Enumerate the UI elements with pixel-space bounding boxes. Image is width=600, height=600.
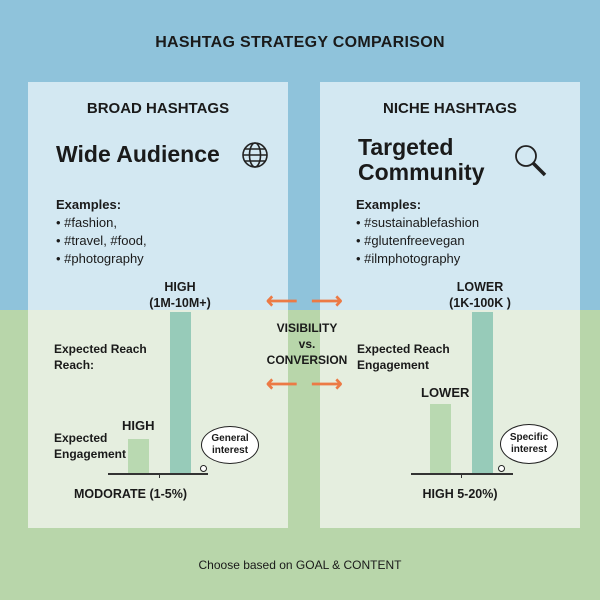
niche-thought-bubble: Specific interest — [500, 424, 558, 464]
broad-headline: Wide Audience — [56, 141, 220, 167]
niche-axis-label: HIGH 5-20%) — [422, 487, 498, 501]
axis-tick — [461, 473, 462, 478]
broad-engagement-value: HIGH — [122, 418, 155, 433]
broad-panel — [28, 82, 288, 528]
arrow-left-icon: ⟵ — [266, 288, 298, 313]
examples-label: Examples: — [356, 197, 422, 212]
axis-tick — [159, 473, 160, 478]
niche-panel — [320, 82, 580, 528]
arrow-left-icon: ⟵ — [266, 371, 298, 396]
broad-engagement-bar — [128, 439, 149, 473]
niche-header: NICHE HASHTAGS — [383, 100, 517, 117]
broad-reach-bar — [170, 312, 191, 473]
broad-axis — [108, 473, 208, 475]
example-item: • #travel, #food, — [56, 233, 147, 248]
arrow-right-icon: ⟶ — [311, 371, 343, 396]
example-item: • #photography — [56, 251, 144, 266]
niche-examples: Examples: • #sustainablefashion • #glute… — [356, 196, 479, 268]
footer-note: Choose based on GOAL & CONTENT — [198, 558, 402, 572]
broad-thought-bubble: General interest — [201, 426, 259, 464]
niche-reach-bar — [472, 312, 493, 473]
example-item: • #glutenfreevegan — [356, 233, 465, 248]
niche-axis — [411, 473, 513, 475]
niche-engagement-value: LOWER — [421, 385, 470, 400]
magnifier-icon — [513, 143, 549, 184]
thought-dot — [498, 465, 505, 472]
broad-header: BROAD HASHTAGS — [86, 100, 230, 117]
arrow-right-icon: ⟶ — [311, 288, 343, 313]
example-item: • #ilmphotography — [356, 251, 461, 266]
examples-label: Examples: — [56, 197, 122, 212]
broad-examples: Examples: • #fashion, • #travel, #food, … — [56, 196, 147, 268]
page-title: HASHTAG STRATEGY COMPARISON — [155, 34, 445, 51]
niche-engagement-bar — [430, 404, 451, 473]
globe-icon — [241, 141, 269, 174]
niche-reach-value: LOWER(1K-100K ) — [449, 280, 511, 310]
example-item: • #sustainablefashion — [356, 215, 480, 230]
example-item: • #fashion, — [56, 215, 117, 230]
broad-reach-value: HIGH(1M-10M+) — [149, 280, 211, 310]
thought-dot — [200, 465, 207, 472]
broad-axis-label: MODORATE (1-5%) — [74, 487, 187, 501]
